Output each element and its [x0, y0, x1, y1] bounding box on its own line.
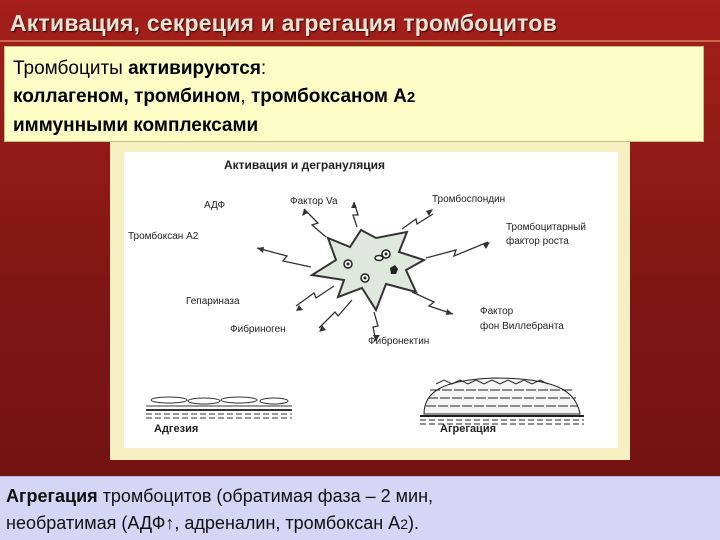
adhesion-endothelium	[146, 414, 292, 418]
granule-4-core	[364, 277, 367, 280]
label-growth-factor-2: фактор роста	[506, 235, 569, 247]
aggregation-textbox: Агрегация тромбоцитов (обратимая фаза – …	[0, 476, 720, 540]
label-thromboxane: Тромбоксан А2	[128, 230, 199, 242]
activators-textbox: Тромбоциты активируются: коллагеном, тро…	[4, 46, 704, 142]
text-separator: ,	[240, 86, 251, 107]
text-bold-activated: активируются	[128, 58, 261, 79]
text-thromboxane: тромбоксаном А	[251, 86, 407, 107]
platelet-figure: Активация и дегрануляция	[124, 152, 618, 448]
adhesion-platelet-4	[260, 398, 288, 404]
arrow-heparinase	[296, 286, 334, 306]
granule-3-core	[385, 253, 388, 256]
granule-1-core	[347, 263, 350, 266]
label-fibrinogen: Фибриноген	[230, 323, 286, 335]
activators-line-3: иммунными комплексами	[13, 112, 695, 140]
label-adf: АДФ	[204, 200, 226, 211]
arrow-fibrinogen	[319, 300, 352, 328]
adhesion-platelet-2	[188, 398, 220, 404]
label-vwf-2: фон Виллебранта	[480, 320, 564, 332]
adhesion-platelet-3	[221, 397, 257, 403]
label-vwf-1: Фактор	[480, 306, 514, 317]
text-subscript: 2	[407, 89, 415, 106]
text-irreversible: необратимая (АДФ↑, адреналин, тромбоксан…	[6, 513, 400, 533]
arrow-growth-factor	[426, 242, 488, 258]
text-aggregation-rest: тромбоцитов (обратимая фаза – 2 мин,	[98, 486, 433, 506]
title-divider	[0, 40, 720, 42]
platelet-diagram: Активация и дегрануляция	[124, 152, 618, 448]
activators-line-1: Тромбоциты активируются:	[13, 55, 695, 83]
label-heparinase: Гепариназа	[186, 296, 240, 307]
label-fibronectin: Фибронектин	[368, 335, 429, 347]
text-colon: :	[261, 58, 266, 79]
arrowhead-vwf	[446, 309, 453, 315]
activators-line-2: коллагеном, тромбином, тромбоксаном А2	[13, 83, 695, 112]
text-subscript-2: 2	[400, 516, 408, 532]
text-end: ).	[408, 513, 419, 533]
aggregation-illustration	[420, 378, 584, 424]
adhesion-illustration	[146, 397, 292, 418]
aggregation-line-1: Агрегация тромбоцитов (обратимая фаза – …	[6, 483, 714, 510]
text-aggregation-bold: Агрегация	[6, 486, 98, 506]
text-normal: Тромбоциты	[13, 58, 128, 79]
arrowhead-factor-va	[351, 202, 357, 208]
aggregation-line-2: необратимая (АДФ↑, адреналин, тромбоксан…	[6, 510, 714, 538]
label-aggregation: Агрегация	[440, 423, 496, 435]
label-thrombospondin: Тромбоспондин	[432, 193, 505, 205]
arrowhead-adf	[302, 209, 308, 216]
text-collagen-thrombin: коллагеном, тромбином	[13, 86, 240, 107]
arrowhead-thromboxane	[257, 247, 264, 253]
arrow-thrombospondin	[402, 214, 433, 229]
slide-title: Активация, секреция и агрегация тромбоци…	[10, 6, 710, 40]
granule-2	[375, 256, 383, 261]
adhesion-platelet-1	[151, 397, 187, 403]
label-growth-factor-1: Тромбоцитарный	[506, 221, 586, 233]
figure-heading: Активация и дегрануляция	[224, 158, 385, 172]
label-adhesion: Адгезия	[154, 423, 198, 435]
label-factor-va: Фактор Va	[290, 196, 338, 207]
text-immune-complexes: иммунными комплексами	[13, 115, 258, 136]
platelet-cell	[312, 230, 424, 310]
arrow-thromboxane	[257, 248, 311, 267]
